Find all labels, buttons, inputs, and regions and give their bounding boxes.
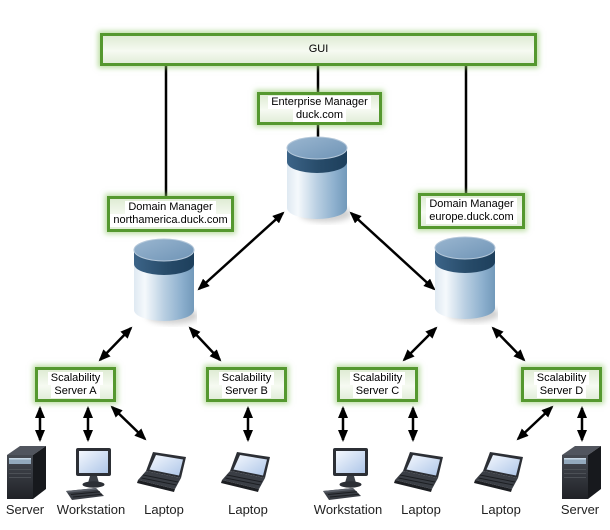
domain-manager-name: Domain Manager: [426, 198, 517, 211]
workstation-icon: [322, 447, 374, 506]
ss-a-line2: Server A: [51, 384, 100, 398]
device-label: Workstation: [313, 502, 383, 517]
arrow-na-ss-a: [98, 326, 133, 362]
arrow-ssa-laptop: [110, 405, 147, 441]
laptop-icon: [472, 451, 530, 500]
device-label: Laptop: [228, 502, 268, 517]
ss-a-line1: Scalability: [47, 371, 104, 385]
ss-c-line2: Server C: [352, 384, 403, 398]
ss-d-line2: Server D: [536, 384, 587, 398]
device-label: Laptop: [401, 502, 441, 517]
northamerica-database-icon: [131, 233, 199, 327]
ss-c-line1: Scalability: [349, 371, 406, 385]
domain-manager-name: Domain Manager: [125, 201, 216, 214]
enterprise-manager-host: duck.com: [292, 108, 347, 122]
device-label: Server: [560, 502, 600, 517]
laptop-icon: [219, 451, 277, 500]
gui-node: GUI: [100, 33, 537, 66]
arrow-eu-ss-d: [491, 326, 526, 362]
device-label: Laptop: [481, 502, 521, 517]
device-label: Workstation: [56, 502, 126, 517]
enterprise-manager-node: Enterprise Manager duck.com: [257, 92, 382, 125]
domain-manager-host: northamerica.duck.com: [110, 214, 231, 227]
server-tower-icon: [1, 443, 49, 506]
arrow-eu-ss-c: [402, 326, 438, 362]
arrow-ssd-laptop: [516, 405, 554, 441]
ss-b-line1: Scalability: [218, 371, 275, 385]
device-label: Laptop: [144, 502, 184, 517]
domain-manager-northamerica-node: Domain Manager northamerica.duck.com: [107, 196, 234, 232]
scalability-server-d-node: Scalability Server D: [521, 367, 602, 402]
domain-manager-europe-node: Domain Manager europe.duck.com: [418, 193, 525, 229]
arrow-na-enterprise: [197, 211, 285, 291]
arrow-enterprise-eu: [349, 211, 436, 291]
scalability-server-a-node: Scalability Server A: [35, 367, 116, 402]
ss-d-line1: Scalability: [533, 371, 590, 385]
scalability-server-b-node: Scalability Server B: [206, 367, 287, 402]
server-tower-icon: [556, 443, 604, 506]
laptop-icon: [392, 451, 450, 500]
gui-label: GUI: [308, 43, 329, 55]
enterprise-manager-name: Enterprise Manager: [268, 95, 371, 109]
workstation-icon: [65, 447, 117, 506]
domain-manager-host: europe.duck.com: [426, 211, 517, 224]
enterprise-database-icon: [284, 131, 352, 225]
arrow-na-ss-b: [188, 326, 222, 362]
scalability-server-c-node: Scalability Server C: [337, 367, 418, 402]
europe-database-icon: [432, 231, 500, 325]
device-label: Server: [5, 502, 45, 517]
ss-b-line2: Server B: [222, 384, 271, 398]
laptop-icon: [135, 451, 193, 500]
